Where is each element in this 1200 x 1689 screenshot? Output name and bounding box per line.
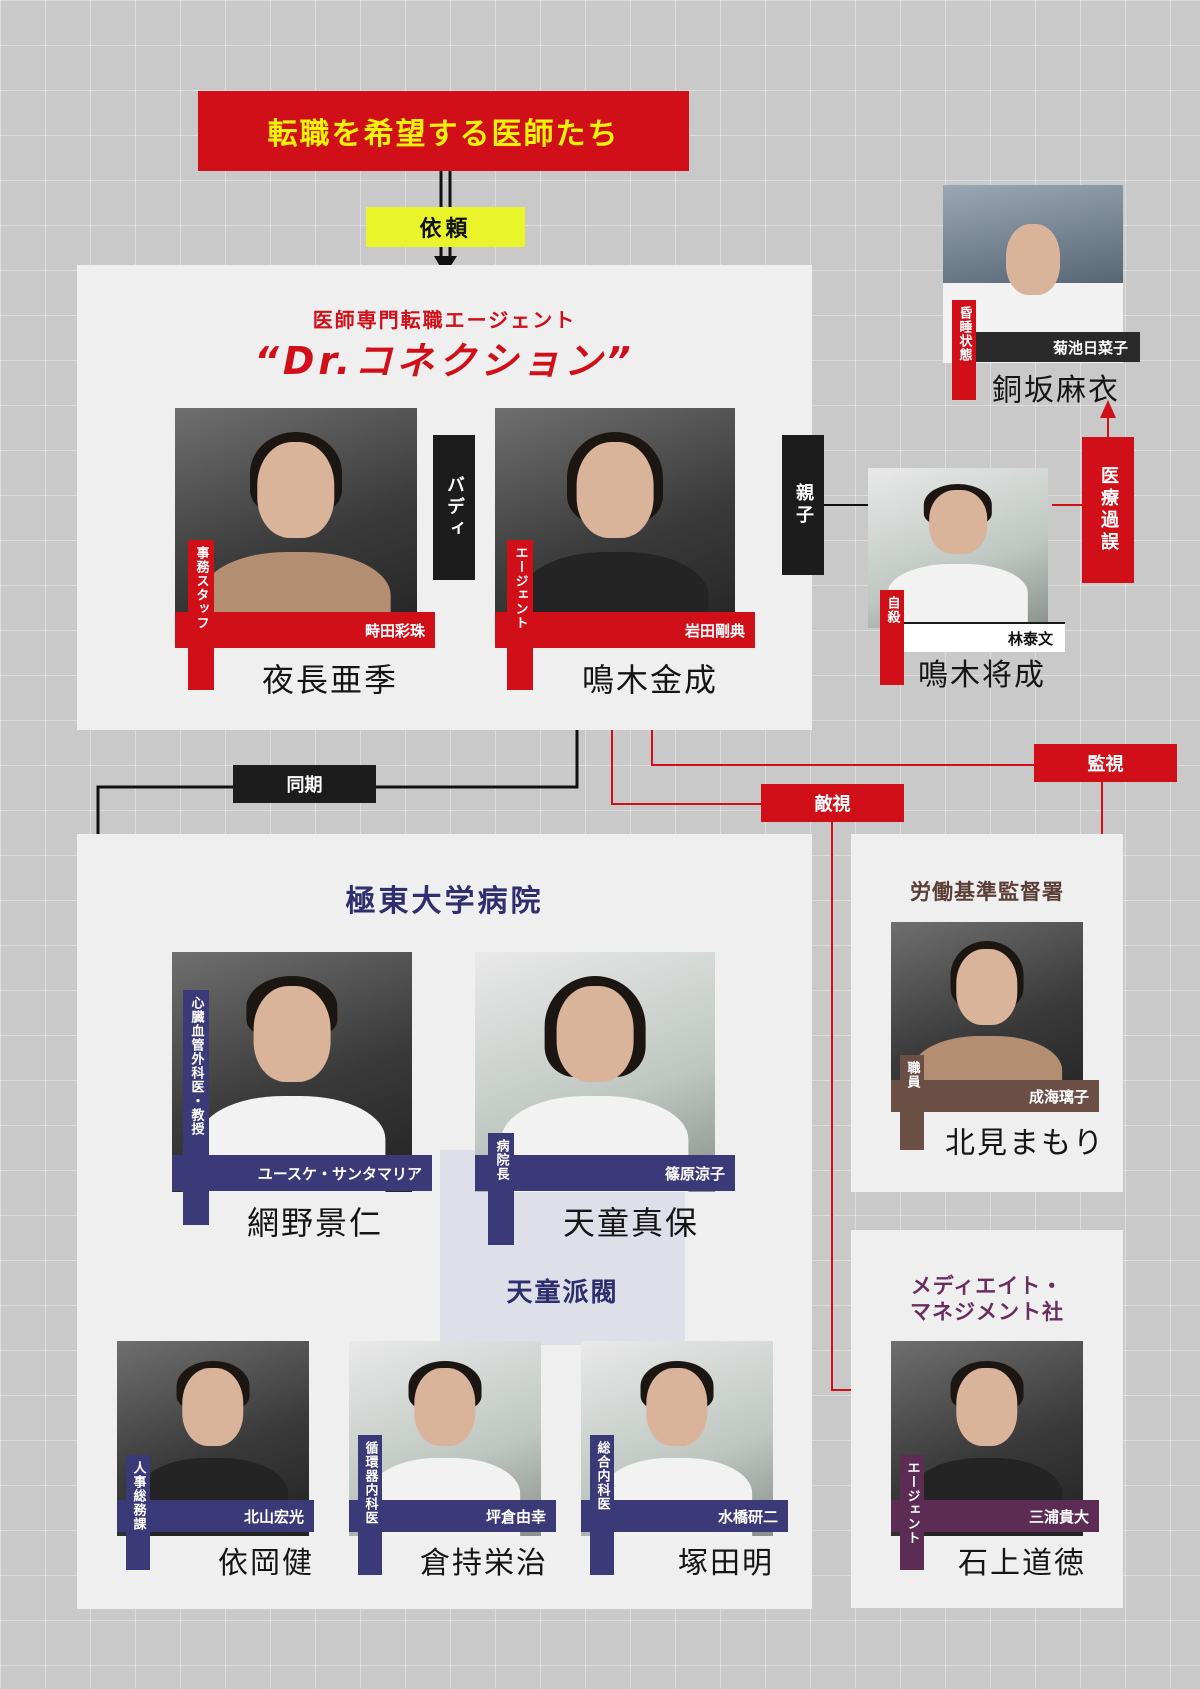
medi-actor-band: 三浦貴大	[891, 1500, 1099, 1532]
faction-title: 天童派閥	[506, 1278, 619, 1308]
yoriokas-actor: 北山宏光	[243, 1507, 304, 1526]
malpractice-arrowhead	[1100, 400, 1116, 418]
medi-face	[956, 1368, 1018, 1447]
medi-title-line1: メディエイト・	[910, 1274, 1064, 1298]
tendo-face	[556, 985, 634, 1082]
tsukada-name: 塚田明	[678, 1546, 774, 1581]
kuramochi-actor-band: 坪倉由幸	[349, 1500, 556, 1532]
monitor-tag: 監視	[1034, 744, 1177, 782]
hostile-tag: 敵視	[761, 784, 904, 822]
tendo-actor: 篠原涼子	[664, 1164, 725, 1183]
coma-role: 昏睡状態	[952, 300, 976, 400]
medi-name: 石上道徳	[958, 1546, 1086, 1581]
tsukada-actor-band: 水橋研二	[581, 1500, 788, 1532]
malpractice-tag: 医療過誤	[1082, 437, 1134, 583]
amino-actor: ユースケ・サンタマリア	[257, 1164, 422, 1183]
coma-actor: 菊池日菜子	[1052, 338, 1128, 357]
labor-name: 北見まもり	[945, 1126, 1105, 1161]
father-actor-band: 林泰文	[895, 622, 1065, 652]
staff-face	[257, 441, 335, 538]
father-actor: 林泰文	[1007, 629, 1053, 648]
father-role: 自殺	[880, 590, 904, 685]
tsukada-face	[646, 1368, 708, 1447]
amino-face	[253, 985, 331, 1082]
buddy-tag: バディ	[433, 435, 475, 580]
medi-actor: 三浦貴大	[1028, 1507, 1089, 1526]
agency-subtitle: 医師専門転職エージェント	[312, 308, 577, 332]
agency-name: “Dr.コネクション”	[254, 339, 635, 383]
agent-actor-band: 岩田剛典	[495, 612, 755, 648]
agent-role: エージェント	[507, 540, 533, 690]
agent-name: 鳴木金成	[582, 661, 719, 699]
top-banner: 転職を希望する医師たち	[198, 91, 689, 171]
staff-actor-band: 畤田彩珠	[175, 612, 435, 648]
father-name: 鳴木将成	[918, 658, 1046, 693]
staff-role: 事務スタッフ	[188, 540, 214, 690]
kuramochi-name: 倉持栄治	[420, 1546, 548, 1581]
coma-face	[1006, 224, 1060, 296]
agent-face	[576, 441, 654, 538]
medi-role: エージェント	[900, 1455, 924, 1570]
staff-actor: 畤田彩珠	[364, 621, 425, 640]
labor-face	[956, 948, 1018, 1025]
tendo-role: 病院長	[488, 1133, 514, 1245]
labor-actor-band: 成海璃子	[891, 1080, 1099, 1112]
parent-tag: 親子	[782, 435, 824, 575]
father-body	[887, 564, 1029, 628]
kuramochi-role: 循環器内科医	[358, 1435, 382, 1575]
staff-photo	[175, 408, 417, 648]
kuramochi-face	[414, 1368, 476, 1447]
yoriokas-face	[182, 1368, 244, 1447]
request-tag-text: 依頼	[419, 217, 472, 242]
labor-role: 職員	[900, 1055, 924, 1150]
tendo-actor-band: 篠原涼子	[475, 1155, 735, 1191]
hospital-title: 極東大学病院	[345, 884, 544, 919]
top-banner-text: 転職を希望する医師たち	[267, 117, 620, 152]
tendo-name: 天童真保	[563, 1204, 700, 1242]
coma-name: 銅坂麻衣	[992, 373, 1120, 408]
amino-name: 網野景仁	[247, 1204, 384, 1242]
tsukada-role: 総合内科医	[590, 1435, 614, 1575]
father-face	[929, 490, 987, 555]
yoriokas-role: 人事総務課	[126, 1455, 150, 1570]
amino-role: 心臓血管外科医・教授	[183, 990, 209, 1225]
kuramochi-actor: 坪倉由幸	[485, 1507, 546, 1526]
tsukada-actor: 水橋研二	[717, 1507, 778, 1526]
classmate-tag: 同期	[233, 765, 376, 803]
yoriokas-name: 依岡健	[218, 1546, 314, 1581]
staff-name: 夜長亜季	[262, 661, 399, 699]
agent-actor: 岩田剛典	[684, 621, 745, 640]
medi-title-line2: マネジメント社	[910, 1300, 1064, 1324]
labor-actor: 成海璃子	[1028, 1087, 1089, 1106]
request-tag: 依頼	[366, 207, 525, 247]
amino-actor-band: ユースケ・サンタマリア	[172, 1155, 432, 1191]
coma-actor-band: 菊池日菜子	[955, 332, 1140, 362]
labor-title: 労働基準監督署	[910, 880, 1064, 904]
